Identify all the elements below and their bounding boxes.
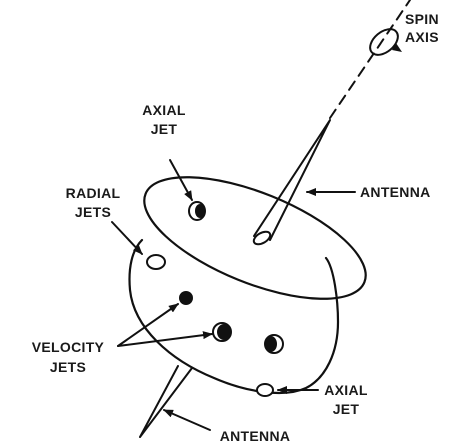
spin-axis-label-line2: AXIS xyxy=(405,29,439,45)
radial-jets-label: RADIAL JETS xyxy=(66,185,121,220)
top-antenna xyxy=(252,120,330,247)
spin-axis-label: SPIN AXIS xyxy=(405,11,439,45)
axial-jet-bottom-label-line1: AXIAL xyxy=(324,382,368,398)
antenna-bottom-label: ANTENNA xyxy=(220,428,291,444)
svg-text:VELOCITY: VELOCITY xyxy=(32,339,105,355)
svg-text:AXIS: AXIS xyxy=(405,29,439,45)
svg-text:AXIAL: AXIAL xyxy=(142,102,186,118)
svg-text:JET: JET xyxy=(333,401,360,417)
antenna-top-label: ANTENNA xyxy=(360,184,431,200)
spin-axis-label-line1: SPIN xyxy=(405,11,439,27)
radial-jets-arrow xyxy=(112,222,142,254)
svg-text:JETS: JETS xyxy=(50,359,86,375)
axial-jet-bottom-icon xyxy=(257,384,273,396)
velocity-jets-label-line2: JETS xyxy=(50,359,86,375)
velocity-jet-2-icon xyxy=(213,323,231,341)
svg-text:SPIN: SPIN xyxy=(405,11,439,27)
axial-jet-top-arrow xyxy=(170,160,192,200)
svg-text:JET: JET xyxy=(151,121,178,137)
svg-text:JETS: JETS xyxy=(75,204,111,220)
spin-axis-line xyxy=(330,0,410,118)
satellite-body xyxy=(129,152,382,393)
axial-jet-bottom-label: AXIAL JET xyxy=(324,382,368,417)
radial-jets-label-line2: JETS xyxy=(75,204,111,220)
bottom-antenna xyxy=(140,366,192,437)
velocity-jet-1-icon xyxy=(179,291,193,305)
axial-jet-top-icon xyxy=(189,202,205,220)
svg-text:AXIAL: AXIAL xyxy=(324,382,368,398)
velocity-jets-label-line1: VELOCITY xyxy=(32,339,105,355)
axial-jet-bottom-label-line2: JET xyxy=(333,401,360,417)
velocity-jets-label: VELOCITY JETS xyxy=(32,339,105,375)
axial-jet-top-label: AXIAL JET xyxy=(142,102,186,137)
antenna-bottom-arrow xyxy=(164,410,210,430)
spin-direction-arrow xyxy=(365,24,402,60)
axial-jet-top-label-line2: JET xyxy=(151,121,178,137)
radial-jets-label-line1: RADIAL xyxy=(66,185,121,201)
velocity-jet-3-icon xyxy=(265,335,283,353)
radial-jet-icon xyxy=(147,255,165,269)
axial-jet-top-label-line1: AXIAL xyxy=(142,102,186,118)
svg-text:RADIAL: RADIAL xyxy=(66,185,121,201)
